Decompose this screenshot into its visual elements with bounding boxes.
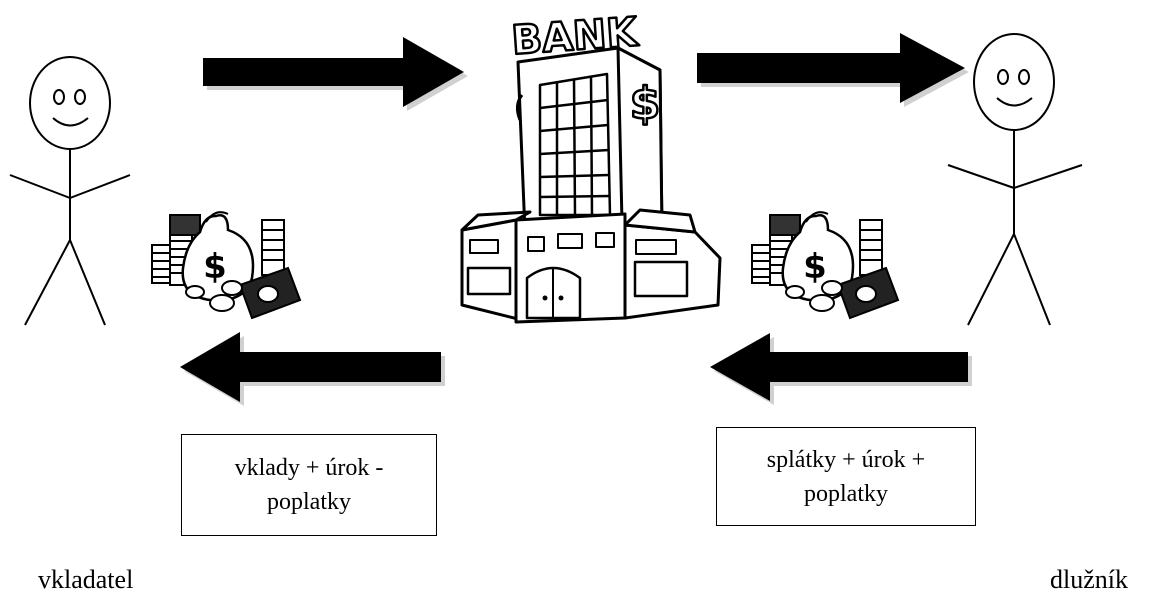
money-bag-dollar-right: $: [803, 247, 827, 287]
debtor-flow-line2: poplatky: [717, 477, 975, 511]
debtor-flow-box: splátky + úrok + poplatky: [716, 427, 976, 526]
arrow-bank-to-depositor: [180, 332, 445, 406]
debtor-label: dlužník: [1050, 565, 1128, 595]
arrow-depositor-to-bank: [203, 37, 468, 111]
money-pile-right-icon: $: [752, 212, 898, 318]
money-pile-left-icon: $: [152, 212, 300, 318]
arrow-debtor-to-bank: [710, 333, 972, 405]
arrow-bank-to-debtor: [697, 33, 969, 107]
debtor-figure: [948, 34, 1082, 325]
bank-building-icon: BANK $: [462, 9, 720, 322]
depositor-flow-line1: vklady + úrok -: [182, 451, 436, 485]
depositor-flow-line2: poplatky: [182, 485, 436, 519]
depositor-figure: [10, 57, 130, 325]
depositor-label: vkladatel: [38, 565, 133, 595]
depositor-flow-box: vklady + úrok - poplatky: [181, 434, 437, 536]
money-bag-dollar-left: $: [203, 247, 227, 287]
tower-dollar-icon: $: [630, 78, 661, 129]
debtor-flow-line1: splátky + úrok +: [717, 443, 975, 477]
